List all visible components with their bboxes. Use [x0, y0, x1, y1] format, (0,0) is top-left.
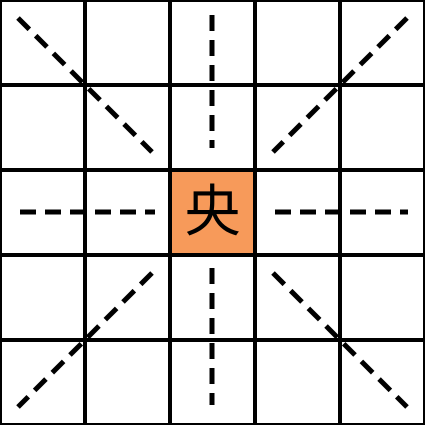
dashed-lines	[16, 15, 409, 409]
grid-cell	[0, 255, 85, 340]
highlighted-cell	[170, 170, 255, 255]
arrow-down-right	[271, 271, 409, 409]
grid-cell	[255, 340, 340, 425]
grid-cell	[0, 85, 85, 170]
arrow-up-left	[16, 16, 154, 154]
grid-cell	[340, 255, 425, 340]
grid-cell	[255, 0, 340, 85]
grid-cell	[85, 340, 170, 425]
arrow-down-left	[16, 271, 154, 409]
arrow-up-right	[271, 16, 409, 154]
grid-cell	[340, 85, 425, 170]
grid-cell	[85, 0, 170, 85]
